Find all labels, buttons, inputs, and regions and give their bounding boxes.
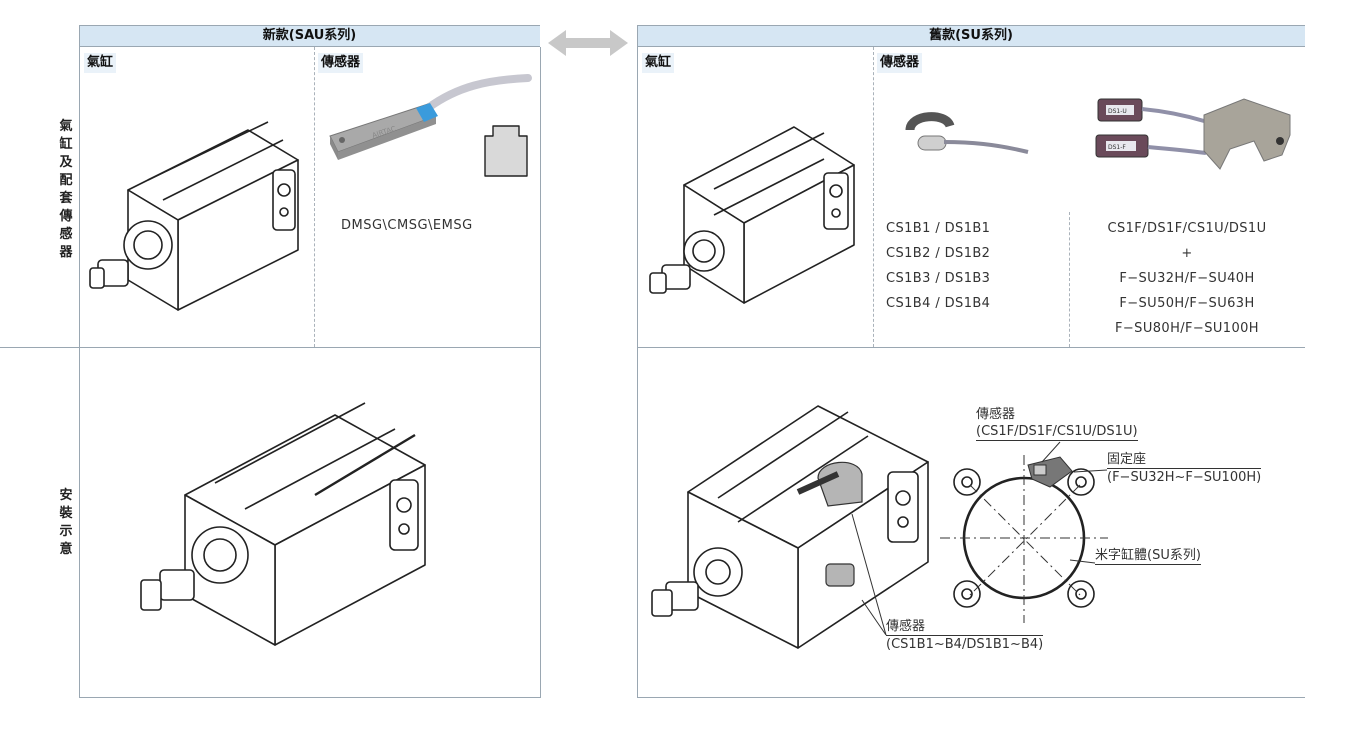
left-table-left-border xyxy=(79,25,80,697)
sau-sensor-image: AIRTAC xyxy=(329,74,532,160)
su-sensor-f-image: DS1-U DS1-F xyxy=(1095,98,1291,170)
callout-bracket: 固定座 (F−SU32H~F−SU100H) xyxy=(1107,452,1262,485)
left-sensor-label: 傳感器 xyxy=(318,53,364,73)
left-table-right-border xyxy=(540,47,541,697)
row2-side-label: 安 裝 示 意 xyxy=(59,488,73,557)
right-table-col-divider-2 xyxy=(1069,212,1070,347)
right-table-row-divider xyxy=(637,347,1305,348)
sau-sensor-models: DMSG\CMSG\EMSG xyxy=(341,218,473,233)
right-table-col-divider xyxy=(873,47,874,347)
row1-side-label: 氣 缸 及 配 套 傳 感 器 xyxy=(59,119,73,260)
svg-text:DS1-U: DS1-U xyxy=(1108,108,1127,115)
su-sensor-b-image xyxy=(905,112,1029,154)
su-cross-section-diagram xyxy=(940,455,1108,623)
right-cylinder-label: 氣缸 xyxy=(642,53,675,73)
su-cylinder-image xyxy=(649,126,855,304)
svg-text:DS1-F: DS1-F xyxy=(1108,144,1126,151)
double-arrow-icon xyxy=(548,30,628,56)
su-sensor-list-b: CS1F/DS1F/CS1U/DS1U + F−SU32H/F−SU40H F−… xyxy=(1107,221,1267,336)
callout-sensor-bottom: 傳感器 (CS1B1~B4/DS1B1~B4) xyxy=(886,619,1044,652)
callout-sensor-top: 傳感器 (CS1F/DS1F/CS1U/DS1U) xyxy=(976,407,1138,441)
right-table-left-border xyxy=(637,25,638,697)
su-sensor-list-a: CS1B1 / DS1B1 CS1B2 / DS1B2 CS1B3 / DS1B… xyxy=(886,221,991,311)
left-table-bottom-border xyxy=(79,697,541,698)
left-table-col-divider xyxy=(314,47,315,347)
left-table-header: 新款(SAU系列) xyxy=(79,25,540,47)
su-installation-image xyxy=(651,405,929,649)
sau-installation-image xyxy=(140,402,426,646)
right-table-bottom-border xyxy=(637,697,1305,698)
right-table-header: 舊款(SU系列) xyxy=(637,25,1305,47)
left-table-row-divider xyxy=(0,347,541,348)
sau-cylinder-image xyxy=(89,121,299,311)
callout-cylinder-body: 米字缸體(SU系列) xyxy=(1095,548,1201,565)
left-cylinder-label: 氣缸 xyxy=(84,53,117,73)
sensor-cross-section-icon xyxy=(484,125,528,177)
right-sensor-label: 傳感器 xyxy=(877,53,923,73)
